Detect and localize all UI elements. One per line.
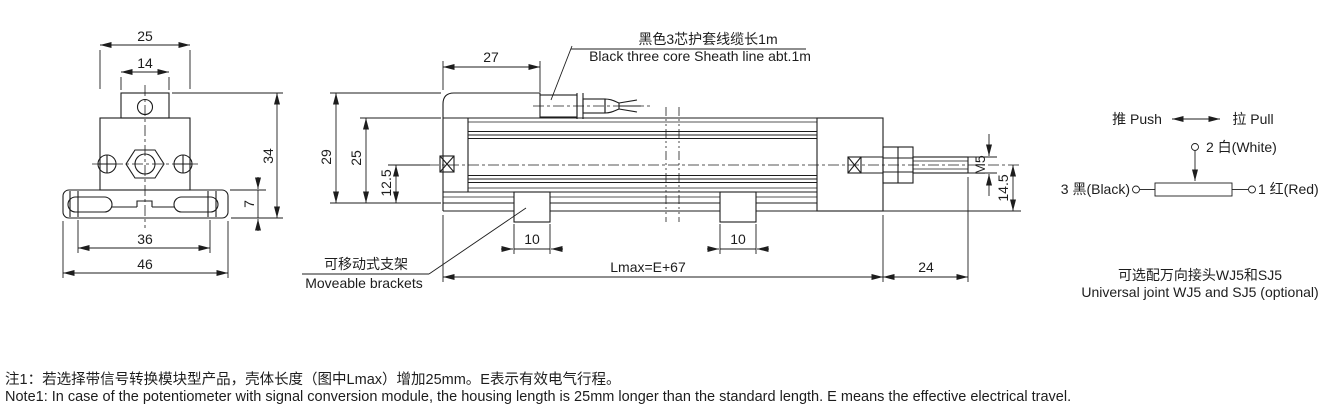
dim-29-label: 29 (318, 149, 334, 165)
threaded-rod (912, 156, 969, 174)
bracket-right (719, 191, 757, 223)
hex-nut-front (125, 149, 165, 179)
shaft-assembly (847, 146, 969, 184)
plate-slot-left (67, 196, 113, 213)
dim-m5-label: M5 (972, 155, 988, 175)
bracket-note-zh: 可移动式支架 (324, 256, 408, 272)
dim-25-side-label: 25 (348, 150, 364, 166)
dim-14-5-label: 14.5 (995, 174, 1011, 201)
bracket-annotation: 可移动式支架 Moveable brackets (302, 207, 527, 291)
dim-lmax-label: Lmax=E+67 (610, 259, 686, 275)
end-view: 25 14 34 7 36 46 (62, 28, 283, 278)
cable-leader-line (550, 45, 573, 101)
side-view-body (428, 92, 1022, 223)
cable-note-zh: 黑色3芯护套线缆长1m (638, 31, 777, 47)
side-view-dimensions: 27 29 25 12.5 10 10 Lmax (318, 49, 1021, 282)
terminal-2-label: 2 白(White) (1206, 139, 1277, 155)
bracket-leader-line (428, 207, 527, 275)
joint-caption-en: Universal joint WJ5 and SJ5 (optional) (1081, 284, 1318, 300)
dim-36-label: 36 (137, 231, 153, 247)
dim-10-left-label: 10 (524, 231, 540, 247)
cable-note-en: Black three core Sheath line abt.1m (589, 48, 811, 64)
cable-annotation: 黑色3芯护套线缆长1m Black three core Sheath line… (550, 31, 811, 101)
terminal-3-circle (1132, 185, 1140, 194)
dim-46-label: 46 (137, 256, 153, 272)
plate-slot-right (173, 196, 219, 213)
plate-notch (136, 200, 153, 207)
dim-14-label: 14 (137, 55, 153, 71)
dim-10-right-label: 10 (730, 231, 746, 247)
left-end-cap (442, 92, 541, 211)
dim-12-5-label: 12.5 (378, 169, 394, 196)
note1-chinese: 注1：若选择带信号转换模块型产品，壳体长度（图中Lmax）增加25mm。E表示有… (5, 372, 621, 388)
end-view-dimensions: 25 14 34 7 36 46 (62, 28, 283, 278)
right-end-cap (816, 117, 884, 212)
dim-34-label: 34 (260, 148, 276, 164)
terminal-1-circle (1248, 185, 1256, 194)
wiring-diagram: 推 Push 拉 Pull 2 白(White) 3 黑(Black) 1 红(… (1061, 111, 1319, 300)
note1-english: Note1: In case of the potentiometer with… (5, 389, 1072, 405)
mounting-plate (62, 189, 229, 219)
dim-27-label: 27 (483, 49, 499, 65)
datum-symbol-left (439, 155, 455, 173)
pull-label: 拉 Pull (1232, 111, 1273, 127)
terminal-2-circle (1191, 143, 1199, 151)
bracket-note-en: Moveable brackets (305, 275, 423, 291)
terminal-1-label: 1 红(Red) (1258, 181, 1319, 197)
cable (533, 93, 650, 119)
push-label: 推 Push (1112, 111, 1162, 127)
terminal-3-label: 3 黑(Black) (1061, 181, 1130, 197)
dim-24-label: 24 (918, 259, 934, 275)
resistor-element (1154, 182, 1233, 197)
side-view: 27 29 25 12.5 10 10 Lmax (302, 31, 1022, 291)
joint-caption-zh: 可选配万向接头WJ5和SJ5 (1118, 267, 1282, 283)
dim-7-label: 7 (241, 200, 257, 208)
bracket-left (513, 191, 551, 223)
end-view-body (62, 85, 229, 228)
dim-25-label: 25 (137, 28, 153, 44)
